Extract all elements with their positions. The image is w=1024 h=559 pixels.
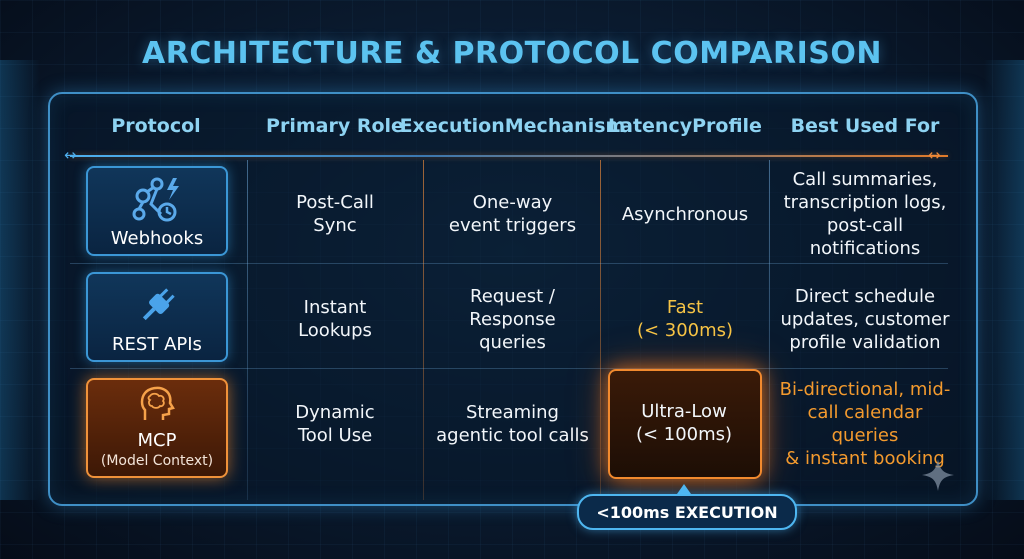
header-latency-profile: Latency Profile [600,100,770,152]
header-execution-line1: Execution [399,114,505,137]
double-arrow-right-icon: ↔ [928,146,941,164]
protocol-sublabel: (Model Context) [100,453,214,469]
cell-best-mcp: Bi-directional, mid-call calendar querie… [772,376,958,472]
cell-line: (< 300ms) [636,320,734,341]
cell-best-webhooks: Call summaries,transcription logs,post-c… [772,166,958,262]
cell-latency-rest: Fast(< 300ms) [602,272,768,366]
protocol-card-rest-apis: REST APIs [86,272,228,362]
cell-line: Asynchronous [621,203,749,225]
cell-line: queries [479,331,546,353]
page-title: ARCHITECTURE & PROTOCOL COMPARISON [142,36,882,71]
header-protocol: Protocol [111,114,201,137]
header-latency-line2: Profile [692,114,762,137]
cell-latency-mcp: Ultra-Low(< 100ms) [608,371,760,475]
row-divider [70,368,948,369]
cell-line: Ultra-Low [641,401,727,422]
cell-line: post-call [826,215,904,236]
cell-line: call calendar queries [807,402,923,446]
column-divider [600,160,601,500]
left-edge-glow [0,60,40,500]
webhook-lightning-icon [132,177,179,222]
highlight-latency-box [608,369,762,479]
cell-line: Instant [303,297,367,318]
cell-line: & instant booking [785,448,945,469]
sparkle-icon [922,459,954,491]
cell-line: Call summaries, [792,169,938,190]
header-latency-line1: Latency [608,114,693,137]
cell-line: transcription logs, [783,192,947,213]
execution-badge: <100ms EXECUTION [577,494,797,530]
header-execution-line2: Mechanism [504,114,626,137]
cell-line: profile validation [789,331,941,353]
double-arrow-left-icon: ↔ [64,146,77,164]
cell-line: Request / [470,285,555,307]
cell-latency-webhooks: Asynchronous [602,168,768,260]
column-divider [769,160,770,500]
cell-line: Lookups [298,320,372,341]
protocol-card-mcp: MCP (Model Context) [86,378,228,478]
protocol-card-webhooks: Webhooks [86,166,228,256]
header-execution-mechanism: Execution Mechanism [400,100,626,152]
protocol-label: Webhooks [110,228,204,249]
header-primary-role: Primary Role [266,114,404,137]
cell-line: event triggers [448,215,577,236]
cell-line: Post-Call [296,192,374,213]
cell-line: Dynamic [295,402,375,423]
cell-line: Sync [313,215,357,236]
brain-head-icon [140,386,175,420]
column-divider [423,160,424,500]
cell-line: Streaming [466,402,559,423]
cell-line: agentic tool calls [436,425,589,446]
column-divider [247,160,248,500]
cell-line: Response [469,308,556,330]
protocol-label: MCP [137,430,177,451]
cell-line: (< 100ms) [635,424,733,445]
cell-line: notifications [809,238,921,259]
protocol-label: REST APIs [112,334,202,355]
badge-pointer [677,484,691,494]
right-edge-glow [984,60,1024,500]
cell-line: Fast [666,297,704,318]
cell-line: Tool Use [297,425,373,446]
plug-icon [142,288,175,321]
cell-line: One-way [472,192,553,213]
cell-line: Bi-directional, mid- [779,379,951,400]
cell-line: Direct schedule [794,285,936,307]
row-divider [70,263,948,264]
cell-line: updates, customer [780,308,950,330]
header-divider-line [70,155,948,157]
header-best-used-for: Best Used For [790,114,940,137]
